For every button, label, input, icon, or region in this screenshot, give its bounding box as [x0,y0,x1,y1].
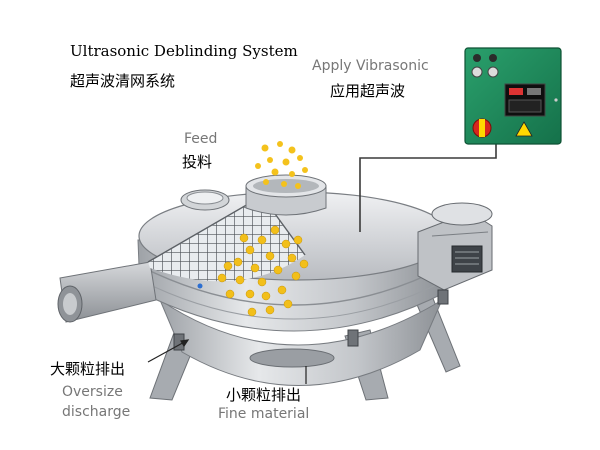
apply-label-chinese: 应用超声波 [330,82,406,100]
feed-inlet [245,174,327,216]
feed-label-chinese: 投料 [182,153,213,171]
fine-outlet [249,348,335,368]
oversize-label-english-2: discharge [62,404,131,420]
feed-particles [255,141,308,189]
title-english: Ultrasonic Deblinding System [70,42,298,60]
feed-label-english: Feed [184,131,218,147]
control-cable [359,140,497,232]
oversize-label-english-1: Oversize [62,384,123,400]
oversize-label-chinese: 大颗粒排出 [50,360,126,378]
inspection-port [180,189,230,211]
discharge-arrows [147,339,307,384]
oversize-chute [57,261,157,323]
blue-particle [197,283,203,289]
apply-label-english: Apply Vibrasonic [312,58,429,74]
fine-label-chinese: 小颗粒排出 [226,386,302,404]
title-chinese: 超声波清网系统 [70,72,176,90]
clamp-latches [173,289,449,351]
control-panel [464,47,562,145]
fine-label-english: Fine material [218,406,310,422]
screen-particles [217,225,309,317]
machine-base-cone [158,298,444,386]
ultrasonic-transducer [417,202,493,291]
